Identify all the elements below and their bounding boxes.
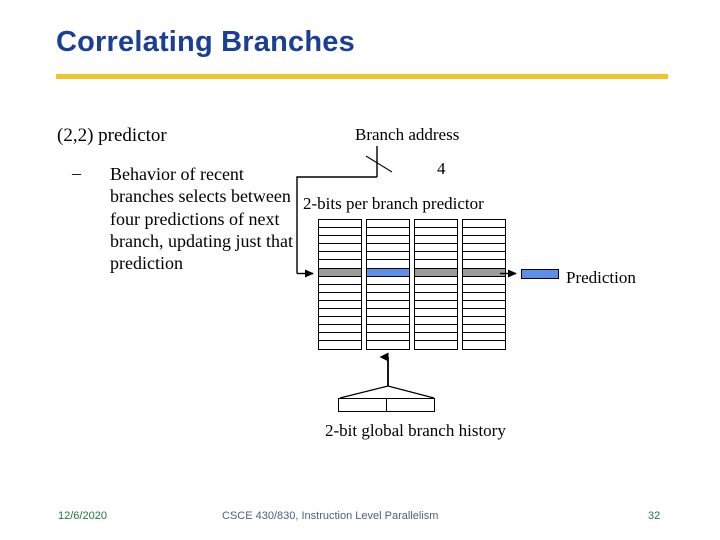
footer-course-label: CSCE 430/830, Instruction Level Parallel… bbox=[222, 510, 439, 522]
predictor-cell bbox=[463, 341, 505, 350]
predictor-cell bbox=[367, 260, 409, 269]
predictor-cell bbox=[319, 325, 361, 334]
predictor-cell bbox=[367, 244, 409, 253]
predictor-cell bbox=[367, 325, 409, 334]
predictor-cell bbox=[367, 341, 409, 350]
predictor-cell bbox=[367, 252, 409, 261]
title-divider-rule bbox=[56, 74, 668, 79]
predictor-cell bbox=[319, 317, 361, 326]
predictor-cell-highlighted bbox=[415, 268, 457, 277]
predictor-cell bbox=[463, 300, 505, 310]
predictor-cell bbox=[415, 244, 457, 253]
predictor-cell bbox=[319, 284, 361, 293]
predictor-cell bbox=[319, 276, 361, 285]
branch-address-label: Branch address bbox=[355, 125, 460, 144]
predictor-cell bbox=[367, 284, 409, 293]
predictor-cell bbox=[415, 236, 457, 245]
predictor-cell bbox=[463, 252, 505, 261]
predictor-cell bbox=[415, 220, 457, 229]
predictor-cell bbox=[463, 260, 505, 269]
predictor-cell-highlighted bbox=[463, 268, 505, 277]
predictor-heading: (2,2) predictor bbox=[57, 125, 167, 146]
predictor-cell bbox=[415, 260, 457, 269]
predictor-cell bbox=[415, 284, 457, 293]
predictor-cell bbox=[319, 260, 361, 269]
predictor-cell bbox=[319, 341, 361, 350]
predictor-cell bbox=[415, 252, 457, 261]
history-register-divider bbox=[386, 399, 388, 411]
predictor-cell bbox=[319, 252, 361, 261]
predictor-cell bbox=[463, 220, 505, 229]
predictor-cell bbox=[367, 228, 409, 237]
predictor-cell bbox=[415, 228, 457, 237]
predictor-cell bbox=[367, 276, 409, 285]
prediction-swatch bbox=[521, 269, 559, 279]
predictor-cell bbox=[463, 333, 505, 342]
predictor-cell bbox=[463, 325, 505, 334]
predictor-column bbox=[366, 219, 410, 350]
predictor-cell bbox=[319, 228, 361, 237]
predictor-cell bbox=[463, 292, 505, 301]
predictor-cell bbox=[463, 228, 505, 237]
footer-date: 12/6/2020 bbox=[58, 510, 107, 522]
bullet-item-label: Behavior of recent branches selects betw… bbox=[110, 164, 293, 274]
predictor-cell bbox=[367, 333, 409, 342]
predictor-cell bbox=[319, 300, 361, 310]
bullet-dash-marker: – bbox=[72, 163, 81, 183]
predictor-cell bbox=[415, 341, 457, 350]
predictor-cell bbox=[415, 325, 457, 334]
predictor-cell bbox=[415, 317, 457, 326]
predictor-cell bbox=[463, 317, 505, 326]
predictor-cell bbox=[367, 309, 409, 318]
predictor-cell bbox=[367, 317, 409, 326]
global-history-label: 2-bit global branch history bbox=[325, 421, 506, 440]
predictor-cell-highlighted bbox=[367, 268, 409, 277]
global-history-register bbox=[338, 398, 435, 412]
predictor-cell bbox=[319, 220, 361, 229]
predictor-cell bbox=[367, 236, 409, 245]
predictor-cell bbox=[319, 309, 361, 318]
predictor-cell bbox=[463, 309, 505, 318]
predictor-table-label: 2-bits per branch predictor bbox=[303, 194, 484, 213]
predictor-cell bbox=[415, 292, 457, 301]
predictor-cell bbox=[319, 244, 361, 253]
predictor-cell bbox=[415, 300, 457, 310]
footer-page-number: 32 bbox=[648, 510, 661, 522]
predictor-cell bbox=[415, 276, 457, 285]
predictor-cell bbox=[367, 300, 409, 310]
predictor-cell bbox=[463, 244, 505, 253]
predictor-cell bbox=[319, 292, 361, 301]
page-title: Correlating Branches bbox=[56, 26, 355, 58]
predictor-cell bbox=[319, 236, 361, 245]
predictor-cell bbox=[367, 292, 409, 301]
predictor-column bbox=[462, 219, 506, 350]
predictor-cell-highlighted bbox=[319, 268, 361, 277]
prediction-label: Prediction bbox=[566, 268, 636, 287]
predictor-column bbox=[414, 219, 458, 350]
predictor-cell bbox=[463, 276, 505, 285]
predictor-cell bbox=[415, 309, 457, 318]
bus-width-label: 4 bbox=[437, 159, 446, 178]
predictor-cell bbox=[415, 333, 457, 342]
predictor-cell bbox=[463, 284, 505, 293]
predictor-cell bbox=[367, 220, 409, 229]
predictor-column bbox=[318, 219, 362, 350]
predictor-cell bbox=[319, 333, 361, 342]
predictor-cell bbox=[463, 236, 505, 245]
